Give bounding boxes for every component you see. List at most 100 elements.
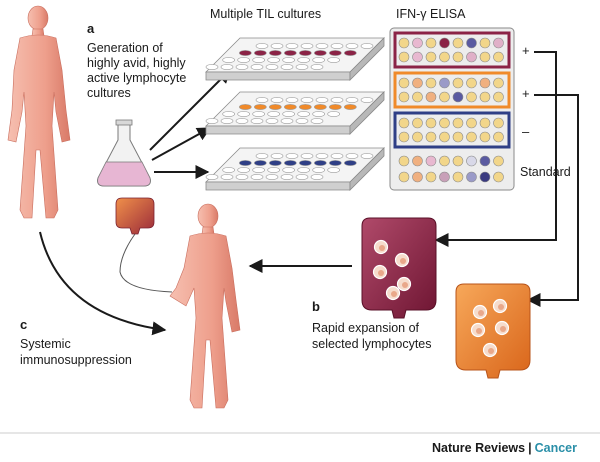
step-c-line2: immunosuppression: [20, 353, 132, 367]
tray-well: [267, 111, 280, 117]
arrow-flask-to-tray-1: [149, 69, 231, 151]
tray-well: [239, 50, 252, 56]
elisa-title: IFN-γ ELISA: [396, 7, 466, 21]
tray-well: [329, 50, 342, 56]
tray-well: [314, 160, 327, 166]
elisa-well: [439, 171, 450, 183]
tray-well: [360, 43, 374, 49]
tray-well: [252, 167, 265, 173]
tray-well: [222, 111, 235, 117]
elisa-well: [439, 131, 450, 143]
elisa-well: [452, 171, 464, 183]
elisa-sign-3: –: [522, 124, 530, 139]
patient-figure-right: [169, 203, 241, 409]
tray-well: [250, 174, 264, 180]
elisa-well: [493, 155, 504, 167]
elisa-well: [398, 171, 410, 183]
step-a-line4: cultures: [87, 86, 131, 100]
tray-well: [360, 97, 374, 103]
tray-well: [282, 57, 295, 63]
elisa-well: [412, 51, 423, 63]
elisa-plate: [389, 27, 515, 191]
tray-well: [235, 174, 249, 180]
elisa-well: [398, 131, 410, 143]
tray-well: [297, 111, 310, 117]
tray-well: [314, 104, 327, 110]
tray-well: [315, 97, 329, 103]
tray-well: [255, 43, 269, 49]
elisa-well: [466, 117, 477, 129]
elisa-well: [398, 77, 410, 89]
tray-well: [360, 153, 374, 159]
expansion-bag-orange: [455, 283, 531, 379]
tray-well: [300, 43, 314, 49]
tray-well: [220, 174, 234, 180]
tray-well: [269, 50, 282, 56]
tray-well: [314, 50, 327, 56]
tray-well: [237, 111, 250, 117]
elisa-standard-label: Standard: [520, 165, 571, 179]
tray-well: [222, 167, 235, 173]
tray-well: [220, 64, 234, 70]
elisa-well: [439, 51, 450, 63]
journal-footer: Nature Reviews|Cancer: [432, 441, 577, 455]
elisa-sign-2: +: [522, 86, 530, 101]
tray-well: [285, 153, 299, 159]
elisa-well: [466, 131, 477, 143]
tray-well: [312, 57, 325, 63]
tray-well: [315, 43, 329, 49]
arrow-immunosuppression: [39, 231, 167, 336]
infusion-bag-icon: [115, 197, 173, 293]
elisa-well: [493, 171, 504, 183]
tray-well: [237, 167, 250, 173]
patient-figure-left: [7, 5, 71, 219]
elisa-well: [425, 77, 437, 89]
tray-well: [282, 111, 295, 117]
elisa-well: [412, 37, 423, 49]
tray-well: [239, 160, 252, 166]
tray-well: [300, 97, 314, 103]
tray-well: [345, 97, 359, 103]
step-b-letter: b: [312, 299, 320, 314]
tray-well: [299, 160, 312, 166]
til-culture-tray-1: [205, 37, 385, 81]
tray-well: [344, 160, 357, 166]
elisa-box-orange: [393, 71, 511, 109]
elisa-well: [412, 171, 423, 183]
tray-well: [285, 97, 299, 103]
tray-well: [299, 104, 312, 110]
tray-well: [237, 57, 250, 63]
step-a-line3: active lymphocyte: [87, 71, 186, 85]
elisa-well: [425, 37, 437, 49]
tray-well: [205, 64, 219, 70]
tray-well: [297, 167, 310, 173]
elisa-well: [493, 77, 504, 89]
elisa-well: [425, 51, 437, 63]
elisa-well: [412, 155, 423, 167]
tray-well: [254, 50, 267, 56]
tray-well: [205, 118, 219, 124]
tray-well: [329, 160, 342, 166]
elisa-well: [479, 131, 491, 143]
elisa-well: [466, 155, 477, 167]
footer-brand: Nature Reviews: [432, 441, 526, 455]
lymphocyte-nucleus: [400, 258, 406, 264]
elisa-well: [425, 155, 437, 167]
tray-well: [297, 57, 310, 63]
step-b-line1: Rapid expansion of: [312, 321, 420, 335]
elisa-well: [398, 51, 410, 63]
elisa-well: [466, 37, 477, 49]
tray-well: [310, 174, 324, 180]
elisa-well: [398, 91, 410, 103]
tray-well: [250, 118, 264, 124]
lymphocyte-nucleus: [498, 304, 504, 310]
tray-well: [222, 57, 235, 63]
elisa-sign-1: +: [522, 43, 530, 58]
tray-well: [284, 160, 297, 166]
lymphocyte-nucleus: [402, 282, 408, 288]
tray-well: [295, 64, 309, 70]
elisa-well: [425, 91, 437, 103]
tray-well: [280, 64, 294, 70]
elisa-well: [425, 171, 437, 183]
tray-well: [330, 43, 344, 49]
